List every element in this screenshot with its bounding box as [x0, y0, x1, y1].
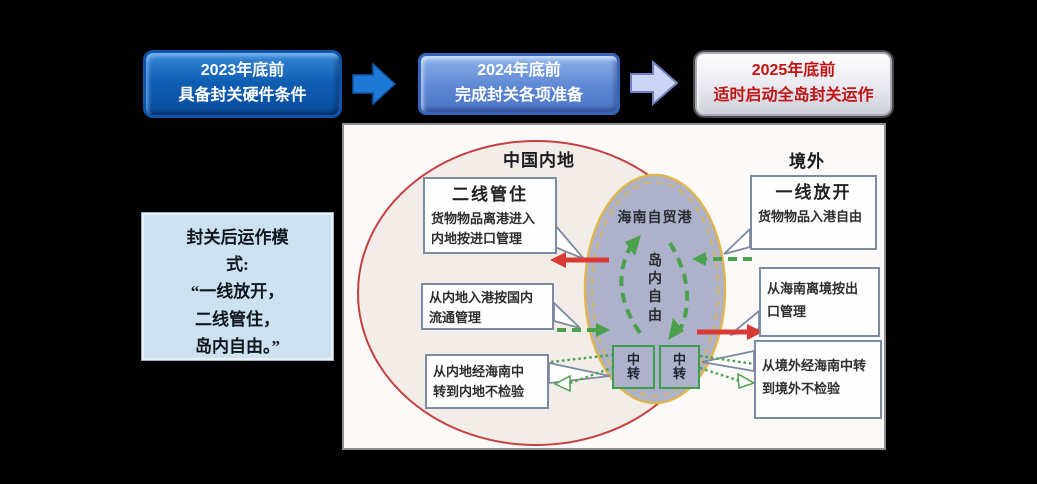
- callout-overseas-transit: 从境外经海南中转 到境外不检验: [754, 340, 882, 419]
- callout-first-line-text1: 货物物品入港自由: [758, 209, 863, 225]
- mainland-label: 中国内地: [503, 151, 575, 170]
- transit-hollow-arrowhead-right: [737, 372, 756, 390]
- callout-hainan-exit-text1: 从海南离境按出: [767, 281, 859, 296]
- timeline-arrow-2-icon: [630, 60, 679, 106]
- callout-inland-transit-text2: 转到内地不检验: [433, 384, 525, 400]
- transit-dotted-tracks: [550, 353, 755, 385]
- callout-first-line: 一线放开 货物物品入港自由: [750, 175, 877, 250]
- callout-first-line-title: 一线放开: [775, 183, 852, 202]
- timeline-step-2024-line1: 2024年底前: [477, 62, 561, 80]
- diagram-panel: 中国内地 境外 海南自贸港 岛内自由 中转 中转 二线管住 货物物品离港进入 内…: [342, 123, 886, 450]
- transit-box-right: 中转: [659, 345, 700, 389]
- red-arrowhead-left: [550, 252, 566, 268]
- timeline-step-2025-line1: 2025年底前: [751, 62, 836, 80]
- note-line: 式:: [226, 255, 249, 275]
- callout-overseas-transit-text1: 从境外经海南中转: [762, 358, 867, 373]
- pointer-inland-transit: [548, 361, 611, 385]
- callout-hainan-exit-text2: 口管理: [767, 304, 807, 320]
- callout-second-line: 二线管住 货物物品离港进入 内地按进口管理: [423, 177, 557, 254]
- circulation-arrowhead-top: [625, 235, 641, 256]
- callout-overseas-transit-text2: 到境外不检验: [762, 381, 841, 397]
- pointer-inland-entry: [553, 300, 581, 329]
- note-line: 二线管住，: [195, 309, 280, 329]
- pointer-first-line: [723, 226, 751, 255]
- transit-box-right-label: 中转: [672, 351, 686, 381]
- hainan-port-label: 海南自贸港: [617, 209, 693, 225]
- callout-inland-entry-text1: 从内地入港按国内: [429, 290, 534, 305]
- timeline-step-2023-line1: 2023年底前: [200, 62, 285, 80]
- callout-hainan-exit: 从海南离境按出 口管理: [759, 267, 880, 337]
- circulation-arrowhead-bottom: [668, 318, 684, 340]
- green-arrowhead-left: [692, 252, 706, 266]
- hainan-port-dashed-ring: [591, 181, 719, 397]
- timeline-step-2025-line2: 适时启动全岛封关运作: [713, 87, 874, 104]
- timeline-step-2025: 2025年底前 适时启动全岛封关运作: [695, 52, 892, 116]
- transit-box-left: 中转: [612, 345, 655, 389]
- note-line: “一线放开，: [190, 282, 285, 302]
- transit-box-left-label: 中转: [626, 351, 640, 381]
- timeline-step-2023: 2023年底前 具备封关硬件条件: [143, 50, 342, 118]
- red-arrows: [566, 257, 747, 335]
- operation-mode-note: 封关后运作模 式: “一线放开， 二线管住， 岛内自由。”: [142, 213, 333, 360]
- callout-second-line-text2: 内地按进口管理: [431, 231, 523, 247]
- timeline-step-2024: 2024年底前 完成封关各项准备: [418, 53, 620, 115]
- transit-track-right-in: [699, 354, 755, 366]
- callout-inland-transit: 从内地经海南中 转到内地不检验: [425, 354, 549, 409]
- green-entry-arrows: [557, 257, 752, 332]
- note-line: 封关后运作模: [186, 228, 289, 247]
- timeline-step-2023-line2: 具备封关硬件条件: [178, 87, 307, 104]
- transit-track-left-out: [569, 366, 613, 385]
- overseas-label: 境外: [789, 152, 825, 171]
- timeline-step-2024-line2: 完成封关各项准备: [454, 87, 583, 104]
- green-arrowhead-right: [596, 323, 610, 337]
- callout-inland-entry: 从内地入港按国内 流通管理: [421, 283, 554, 330]
- callout-inland-entry-text2: 流通管理: [429, 310, 482, 326]
- timeline-arrow-1-icon: [352, 63, 396, 105]
- island-freedom-label: 岛内自由: [648, 252, 662, 323]
- red-arrowhead-right: [747, 324, 763, 340]
- callout-second-line-text1: 货物物品离港进入: [431, 211, 536, 227]
- note-line: 岛内自由。”: [195, 336, 280, 356]
- transit-track-right-out: [699, 366, 741, 383]
- callout-second-line-title: 二线管住: [452, 185, 528, 204]
- transit-hollow-arrowhead-left: [553, 374, 571, 393]
- transit-track-left-in: [550, 353, 613, 364]
- callout-inland-transit-text1: 从内地经海南中: [433, 364, 525, 379]
